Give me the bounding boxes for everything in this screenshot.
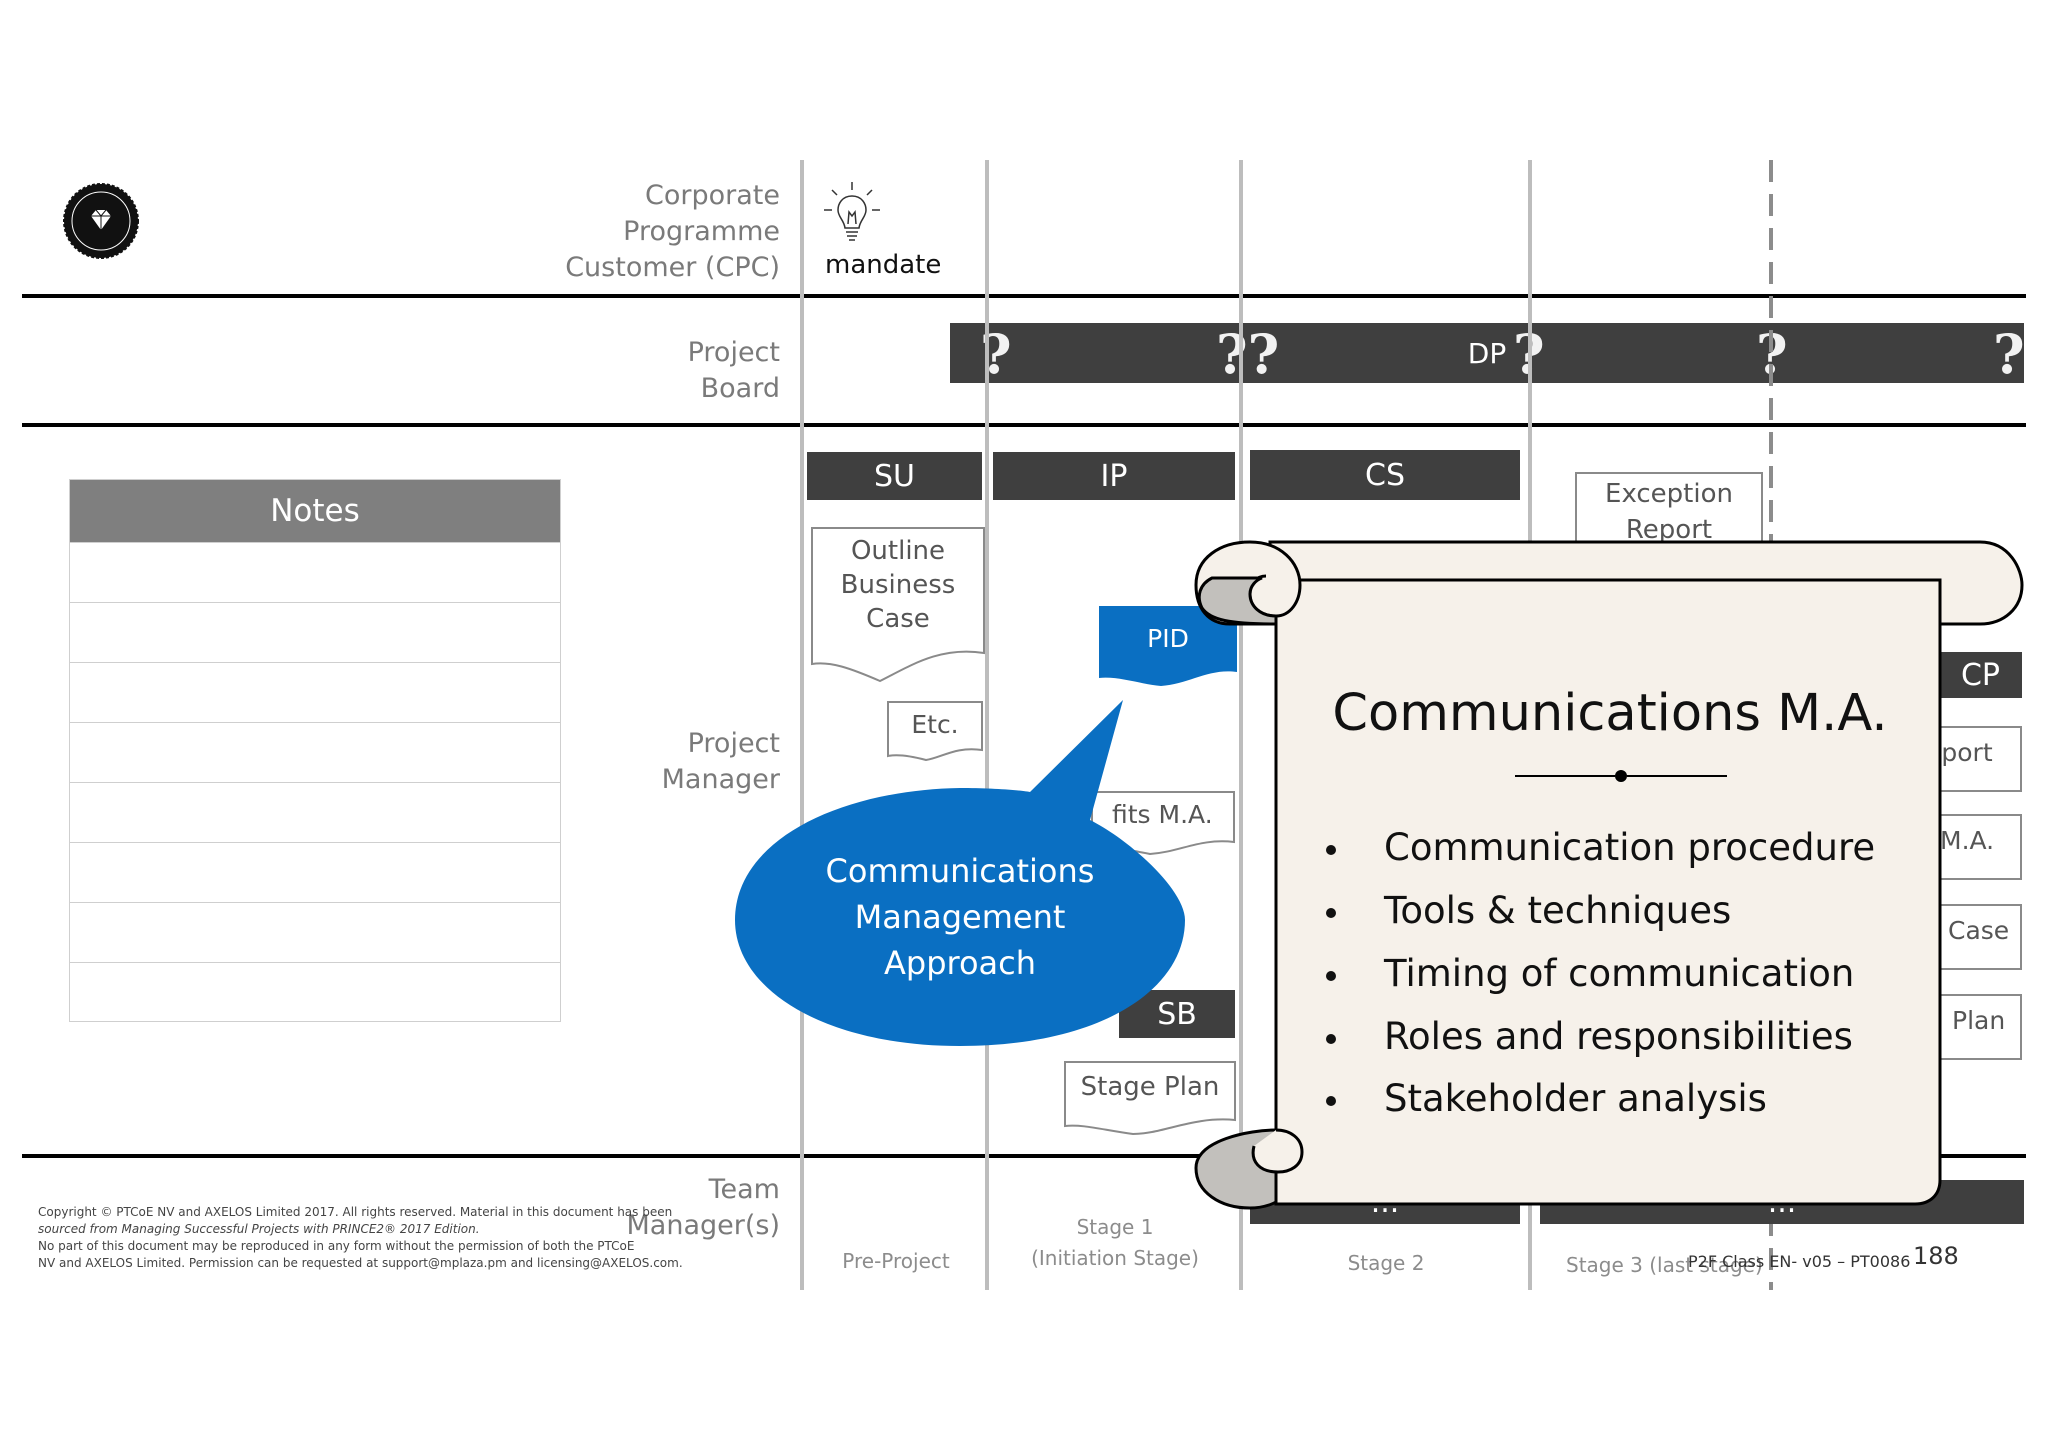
benefits-ma-doc-partial: fits M.A. bbox=[1090, 790, 1236, 856]
diamond-seal-icon bbox=[63, 183, 139, 259]
etc-doc: Etc. bbox=[886, 700, 984, 762]
stage-label-stage2: Stage 2 bbox=[1347, 1251, 1425, 1275]
mandate-label: mandate bbox=[825, 250, 942, 280]
bullet-dot bbox=[1326, 1096, 1336, 1106]
document-code: P2F Class EN- v05 – PT0086 bbox=[1688, 1252, 1911, 1271]
pid-doc: PID bbox=[1099, 606, 1237, 688]
stage-label-stage1: Stage 1(Initiation Stage) bbox=[1031, 1215, 1199, 1270]
lightbulb-icon bbox=[822, 180, 882, 250]
scroll-bullet: Roles and responsibilities bbox=[1384, 1015, 1853, 1058]
copyright-notice: Copyright © PTCoE NV and AXELOS Limited … bbox=[38, 1205, 683, 1270]
communications-ma-scroll bbox=[1190, 540, 2026, 1212]
scroll-bullet: Tools & techniques bbox=[1384, 889, 1732, 932]
lane-separator-3 bbox=[22, 1154, 2026, 1158]
notes-row[interactable] bbox=[70, 782, 560, 842]
process-su: SU bbox=[807, 452, 982, 500]
scroll-bullet: Communication procedure bbox=[1384, 826, 1876, 869]
process-cs: CS bbox=[1250, 450, 1520, 500]
notes-row[interactable] bbox=[70, 662, 560, 722]
bullet-dot bbox=[1326, 845, 1336, 855]
logo bbox=[62, 182, 140, 260]
stage-label-pre-project: Pre-Project bbox=[842, 1249, 950, 1273]
bullet-dot bbox=[1326, 971, 1336, 981]
scroll-bullet: Timing of communication bbox=[1384, 952, 1855, 995]
outline-business-case-doc: Outline Business Case bbox=[810, 526, 986, 686]
stage-divider bbox=[1239, 160, 1243, 1290]
communications-approach-callout: Communications Management Approach bbox=[730, 700, 1190, 1050]
notes-title: Notes bbox=[70, 480, 560, 542]
decision-mark: ?? bbox=[1216, 322, 1280, 386]
exception-report-doc: Exception Report bbox=[1575, 472, 1763, 554]
bullet-dot bbox=[1326, 1034, 1336, 1044]
page-number: 188 bbox=[1913, 1242, 1959, 1270]
notes-row[interactable] bbox=[70, 542, 560, 602]
lane-separator-1 bbox=[22, 294, 2026, 298]
notes-row[interactable] bbox=[70, 722, 560, 782]
scroll-bullet: Stakeholder analysis bbox=[1384, 1077, 1767, 1120]
decision-mark: ? bbox=[1993, 322, 2025, 386]
notes-panel: Notes bbox=[69, 479, 561, 1022]
notes-row[interactable] bbox=[70, 842, 560, 902]
stage-divider bbox=[985, 160, 989, 1290]
stage-divider bbox=[800, 160, 804, 1290]
notes-row[interactable] bbox=[70, 602, 560, 662]
process-ip: IP bbox=[993, 452, 1235, 500]
bullet-dot bbox=[1326, 908, 1336, 918]
stage-label-stage3: Stage 3 (last stage) bbox=[1566, 1253, 1763, 1277]
stage-plan-doc: Stage Plan bbox=[1063, 1060, 1237, 1136]
lane-separator-2 bbox=[22, 423, 2026, 427]
notes-row[interactable] bbox=[70, 962, 560, 1021]
scroll-title: Communications M.A. bbox=[1332, 684, 1888, 743]
dp-bar: DP bbox=[950, 323, 2024, 383]
notes-row[interactable] bbox=[70, 902, 560, 962]
